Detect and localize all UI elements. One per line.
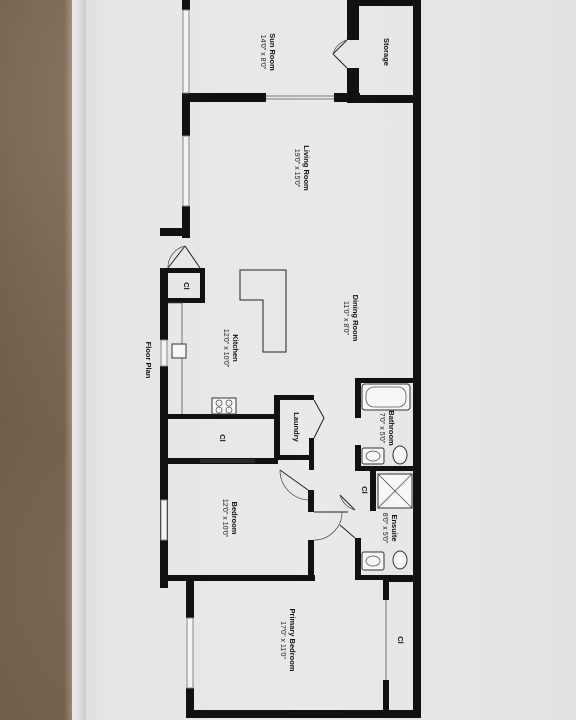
doors [167,39,356,541]
svg-text:Bathroom: Bathroom [387,410,396,446]
svg-text:17'0" x 11'0": 17'0" x 11'0" [279,621,286,659]
svg-text:Cl: Cl [218,434,227,442]
svg-text:Ensuite: Ensuite [390,514,399,541]
svg-text:Cl: Cl [182,282,191,290]
svg-text:Primary Bedroom: Primary Bedroom [288,609,297,672]
room-label-closet-hall: Cl [360,486,369,494]
paper-sheet [72,0,576,720]
svg-text:19'0" x 15'0": 19'0" x 15'0" [293,149,300,188]
walls [160,0,421,718]
room-label-closet-entry: Cl [182,282,191,290]
room-label-laundry: Laundry [292,412,301,442]
room-label-ensuite: Ensuite 8'0" x 5'0" [381,513,399,544]
svg-text:Dining Room: Dining Room [351,295,360,342]
svg-text:Sun Room: Sun Room [268,33,277,71]
room-label-storage: Storage [382,38,391,66]
paper-edge [64,0,86,720]
svg-text:Floor Plan: Floor Plan [144,342,153,379]
room-label-sun-room: Sun Room 14'0" x 8'0" [259,33,277,71]
fixtures [168,269,413,571]
room-label-dining-room: Dining Room 11'0" x 8'0" [342,295,360,342]
room-labels: Sun Room 14'0" x 8'0" Storage Living Roo… [144,33,405,672]
svg-text:Cl: Cl [360,486,369,494]
svg-text:Storage: Storage [382,38,391,66]
room-label-bedroom: Bedroom 12'0" x 10'0" [221,499,239,538]
room-label-closet-primary: Cl [396,636,405,644]
windows [160,9,387,689]
room-label-primary-bedroom: Primary Bedroom 17'0" x 11'0" [279,609,297,672]
svg-text:11'0" x 8'0": 11'0" x 8'0" [342,301,349,335]
svg-text:Laundry: Laundry [292,412,301,442]
room-label-bathroom: Bathroom 7'0" x 5'0" [378,410,396,446]
svg-text:7'0" x 5'0": 7'0" x 5'0" [378,413,385,444]
svg-text:Kitchen: Kitchen [231,334,240,362]
svg-text:12'0" x 10'0": 12'0" x 10'0" [222,329,229,368]
svg-text:14'0" x 8'0": 14'0" x 8'0" [259,35,266,70]
svg-text:Cl: Cl [396,636,405,644]
room-label-living-room: Living Room 19'0" x 15'0" [293,145,311,191]
svg-text:12'0" x 10'0": 12'0" x 10'0" [221,499,228,538]
room-label-kitchen: Kitchen 12'0" x 10'0" [222,329,240,368]
svg-text:Living Room: Living Room [302,145,311,191]
svg-text:8'0" x 5'0": 8'0" x 5'0" [381,513,388,544]
room-label-closet-bedroom: Cl [218,434,227,442]
svg-text:Bedroom: Bedroom [230,502,239,535]
plan-caption: Floor Plan [144,342,153,379]
